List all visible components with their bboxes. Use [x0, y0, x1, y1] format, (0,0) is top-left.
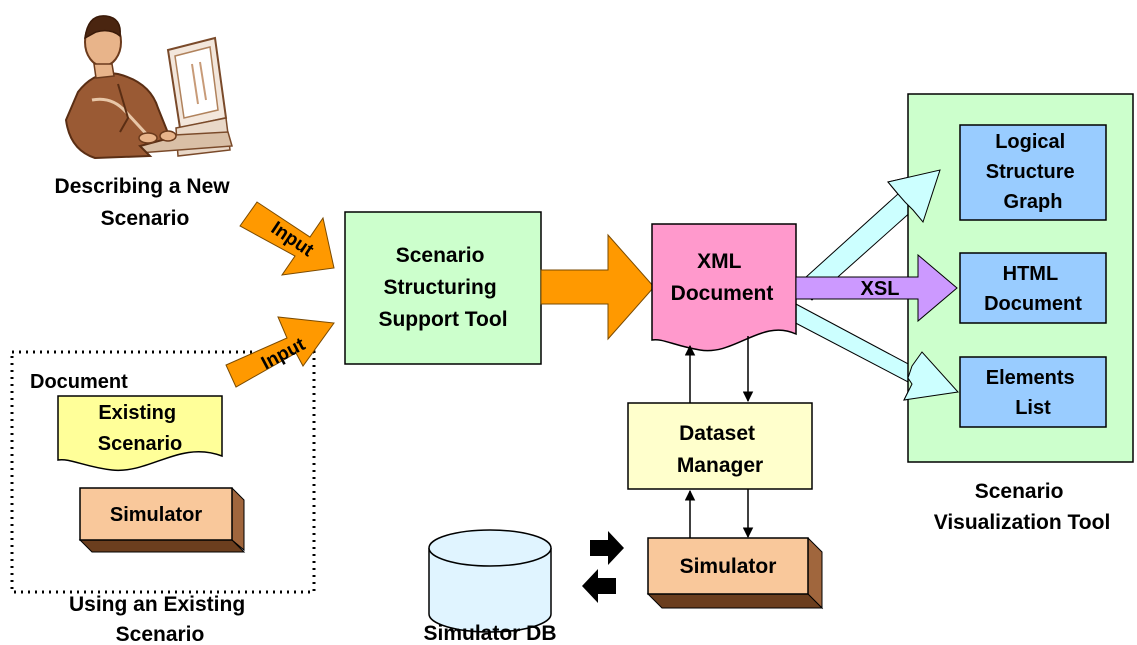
structuring-tool-box — [344, 211, 542, 365]
visualization-tool-label: Scenario Visualization Tool — [934, 480, 1111, 534]
vis-arrow-list-tip — [903, 351, 959, 401]
logical-structure-graph-label: Logical Structure Graph — [986, 131, 1080, 213]
xsl-label: XSL — [861, 278, 900, 300]
input-arrow-bottom: Input — [225, 316, 335, 388]
simulator-left-box — [78, 487, 246, 553]
vis-arrow-graph-tip — [887, 169, 941, 224]
xml-document-shape — [651, 223, 797, 352]
simulator-bottom-label: Simulator — [680, 555, 777, 578]
existing-scenario-document — [57, 395, 223, 472]
html-document-box — [959, 252, 1107, 324]
dataset-manager-label: Dataset Manager — [677, 422, 763, 477]
structuring-tool-label: Scenario Structuring Support Tool — [378, 244, 507, 331]
existing-scenario-label: Existing Scenario — [98, 402, 182, 455]
xml-document-label: XML Document — [671, 250, 774, 305]
logical-structure-graph-box — [959, 124, 1107, 221]
elements-list-label: Elements List — [986, 367, 1081, 419]
elements-list-box — [959, 356, 1107, 428]
person-at-computer-icon — [64, 15, 233, 160]
html-document-label: HTML Document — [984, 263, 1082, 315]
xsl-arrow — [795, 253, 958, 323]
document-label: Document — [30, 371, 128, 393]
existing-group-title: Using an Existing Scenario — [69, 593, 251, 645]
existing-scenario-group — [10, 350, 316, 594]
dataset-manager-box — [627, 402, 813, 490]
database-cylinder-icon — [428, 529, 552, 633]
main-flow-arrow — [540, 233, 655, 341]
simulator-db-label: Simulator DB — [423, 622, 556, 645]
new-scenario-label: Describing a New Scenario — [55, 175, 236, 230]
simulator-bottom-box — [646, 537, 824, 610]
input-arrow-top: Input — [239, 201, 335, 276]
bidirectional-arrows-icon — [582, 531, 624, 603]
simulator-left-label: Simulator — [110, 504, 202, 526]
